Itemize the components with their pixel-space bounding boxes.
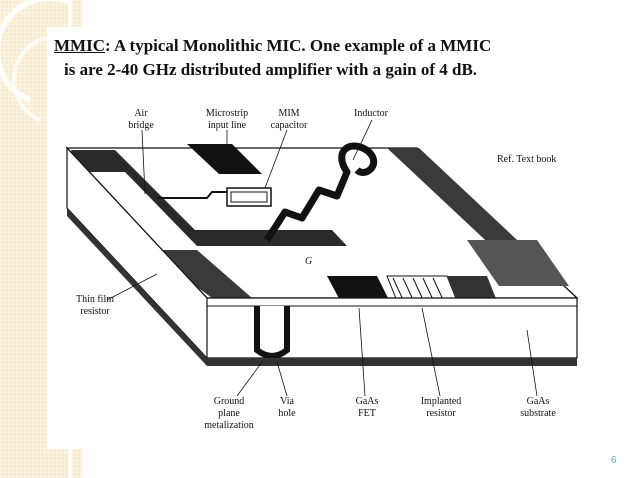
label-via-hole-1: Via xyxy=(280,396,294,407)
label-air-bridge-2: bridge xyxy=(128,120,154,131)
title-line-2: is are 2-40 GHz distributed amplifier wi… xyxy=(64,60,478,79)
label-implanted-1: Implanted xyxy=(421,396,462,407)
mmic-diagram: Air bridge Microstrip input line MIM cap… xyxy=(65,108,579,431)
title-text: : A typical Monolithic MIC. One example … xyxy=(104,36,492,55)
label-gaas-fet-1: GaAs xyxy=(356,396,379,407)
label-air-bridge-1: Air xyxy=(134,108,148,119)
label-mim-2: capacitor xyxy=(271,120,308,131)
label-substrate-2: substrate xyxy=(520,408,556,419)
label-substrate-1: GaAs xyxy=(527,396,550,407)
label-gaas-fet-2: FET xyxy=(358,408,376,419)
air-bridge xyxy=(157,191,227,199)
label-inductor: Inductor xyxy=(354,108,389,119)
label-microstrip-1: Microstrip xyxy=(206,108,248,119)
label-ground-plane-2: plane xyxy=(218,408,240,419)
reference-note: Ref. Text book xyxy=(497,154,556,165)
right-ground-strip xyxy=(387,148,547,268)
label-via-hole-2: hole xyxy=(278,408,296,419)
label-gate: G xyxy=(305,256,312,267)
title-term: MMIC xyxy=(54,36,105,55)
label-thin-film-1: Thin film xyxy=(76,294,114,305)
label-thin-film-2: resistor xyxy=(80,306,110,317)
spiral-inductor xyxy=(264,142,378,242)
left-ground-strip xyxy=(71,150,347,246)
right-pad xyxy=(467,240,569,286)
page-number: 6 xyxy=(611,455,617,466)
label-ground-plane-3: metalization xyxy=(204,420,253,431)
label-microstrip-2: input line xyxy=(208,120,247,131)
microstrip-input-line xyxy=(187,144,262,174)
slide-title: MMIC: A typical Monolithic MIC. One exam… xyxy=(54,34,602,82)
label-implanted-2: resistor xyxy=(426,408,456,419)
label-mim-1: MIM xyxy=(278,108,299,119)
mim-capacitor xyxy=(226,187,272,207)
label-ground-plane-1: Ground xyxy=(214,396,245,407)
via-hole xyxy=(254,306,290,359)
